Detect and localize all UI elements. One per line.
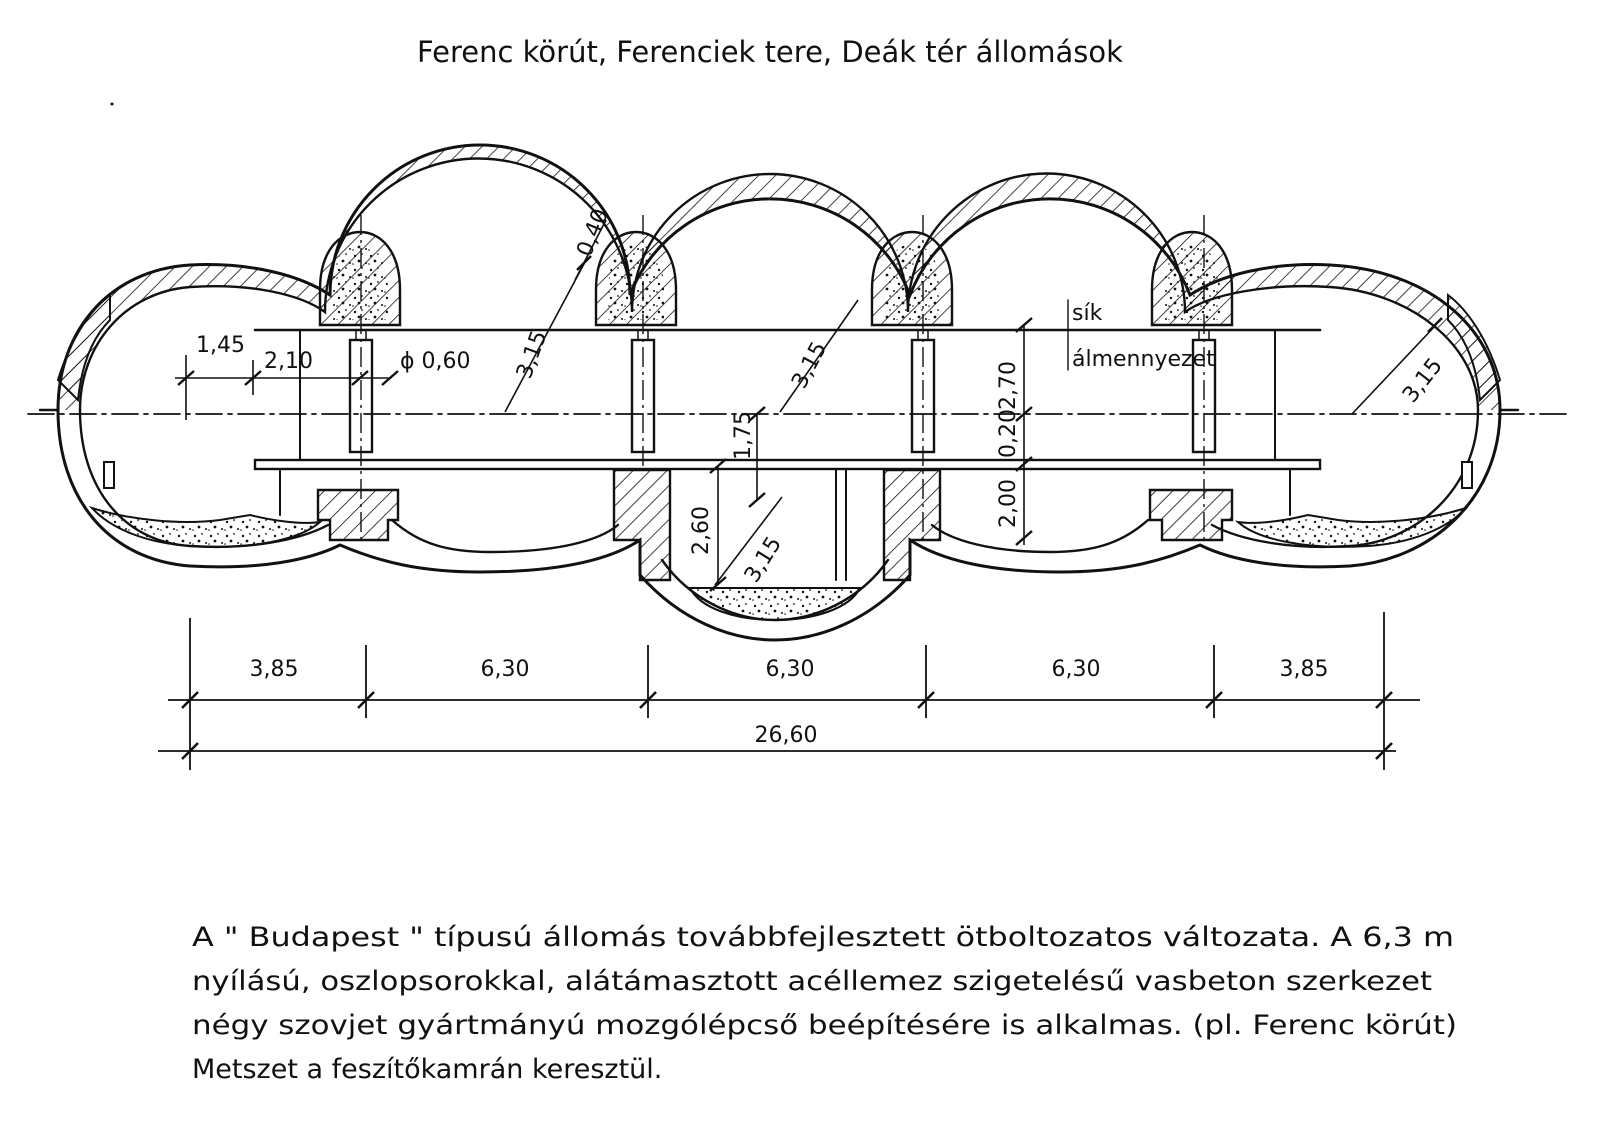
caption-line-2: nyílású, oszlopsorokkal, alátámasztott a… <box>192 966 1432 997</box>
floor-concrete <box>88 505 1470 622</box>
dimension-segment-2: 6,30 <box>481 657 530 682</box>
dimension-segment-5: 3,85 <box>1280 657 1329 682</box>
dimension-total: 26,60 <box>755 723 818 748</box>
drawing-title: Ferenc körút, Ferenciek tere, Deák tér á… <box>417 35 1123 69</box>
upper-pillars <box>318 230 1234 327</box>
slabs <box>103 328 1473 581</box>
bottom-dimension-lines <box>158 612 1420 770</box>
slab-thickness-label: 0,20 <box>996 409 1021 458</box>
column-diameter-label: ϕ 0,60 <box>400 349 471 374</box>
caption-line-4: Metszet a feszítőkamrán keresztül. <box>192 1054 662 1085</box>
offset-right-label: 2,10 <box>264 349 313 374</box>
height-lower-label: 2,00 <box>996 479 1021 528</box>
lower-footings <box>316 468 1234 582</box>
tunnel-shells <box>38 143 1520 642</box>
ceiling-note-line2: álmennyezet <box>1072 347 1215 372</box>
caption-line-3: négy szovjet gyártmányú mozgólépcső beép… <box>192 1010 1457 1041</box>
radius-label-center: 3,15 <box>787 338 832 393</box>
ceiling-note-line1: sík <box>1072 301 1103 326</box>
radius-label-right: 3,15 <box>1398 354 1448 408</box>
height-upper-label: 2,70 <box>996 361 1021 410</box>
column-axis-lines <box>360 215 1205 545</box>
internal-tick-marks <box>177 255 1443 592</box>
radius-label-left: 3,15 <box>512 327 552 382</box>
radius-label-pit: 3,15 <box>740 532 787 587</box>
center-height-label: 1,75 <box>731 411 756 460</box>
pit-depth-label: 2,60 <box>689 506 714 555</box>
bottom-tick-marks <box>181 691 1393 760</box>
scan-dot <box>110 102 114 106</box>
dimension-segment-1: 3,85 <box>250 657 299 682</box>
caption-line-1: A " Budapest " típusú állomás továbbfejl… <box>192 922 1454 953</box>
dimension-segment-3: 6,30 <box>766 657 815 682</box>
internal-dimension-lines <box>175 219 1437 586</box>
dimension-segment-4: 6,30 <box>1052 657 1101 682</box>
offset-left-label: 1,45 <box>196 333 245 358</box>
